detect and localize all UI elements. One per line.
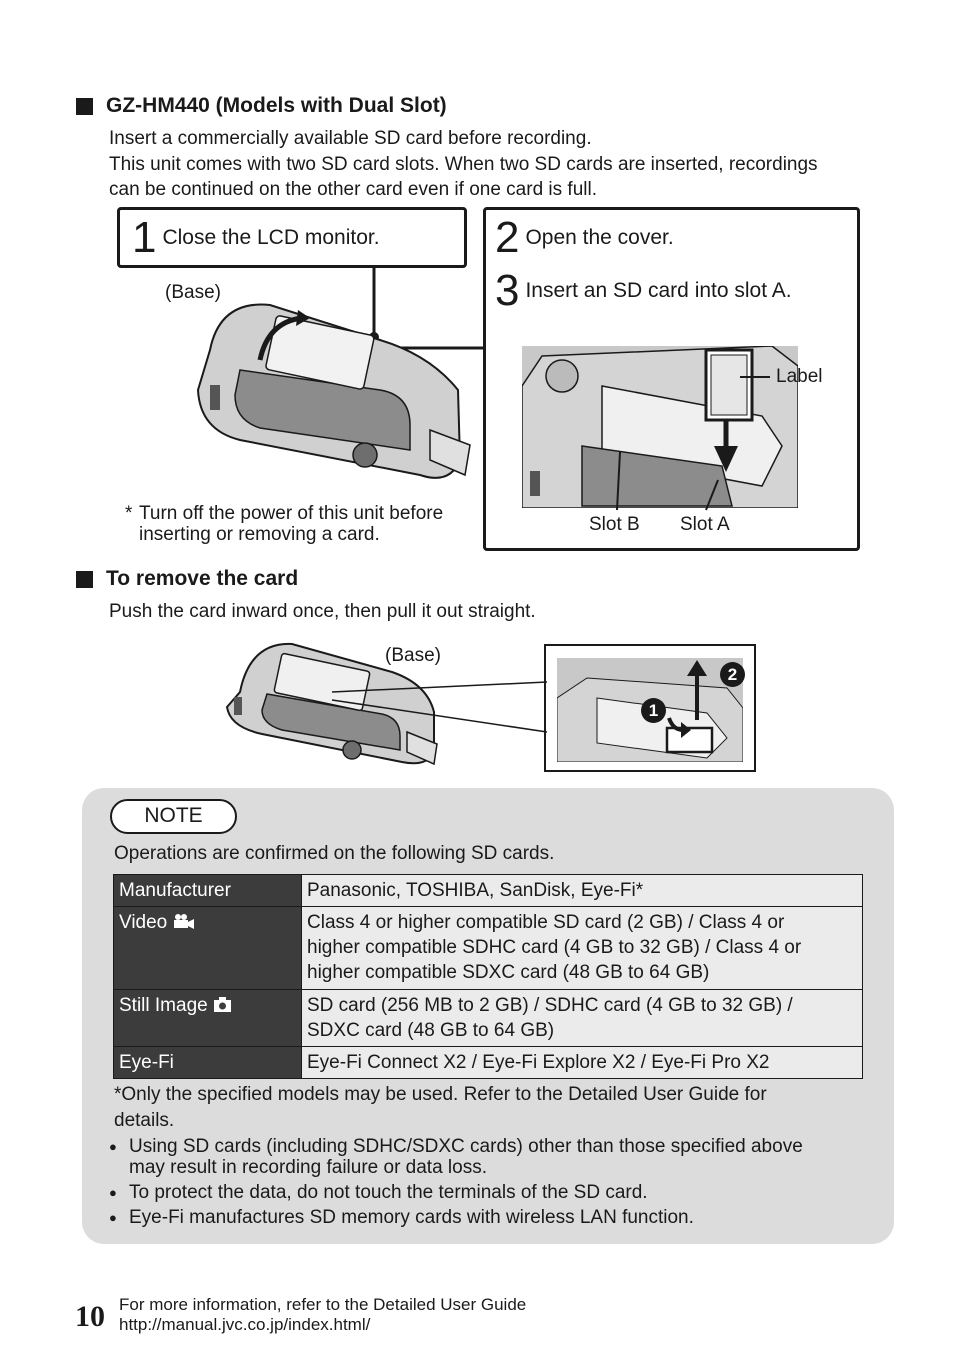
section-heading-dual-slot: GZ-HM440 (Models with Dual Slot): [76, 94, 447, 118]
intro-line: can be continued on the other card even …: [109, 179, 597, 200]
square-bullet-icon: [76, 570, 93, 588]
camera-base-illustration: [196, 268, 485, 479]
list-item: ● Using SD cards (including SDHC/SDXC ca…: [109, 1136, 803, 1178]
section-heading-remove-card: To remove the card: [76, 567, 298, 591]
intro-line: Insert a commercially available SD card …: [109, 128, 592, 149]
power-note: * Turn off the power of this unit before…: [125, 503, 443, 545]
section-title: GZ-HM440 (Models with Dual Slot): [106, 94, 447, 117]
remove-card-detail-box: 1 2: [544, 644, 756, 772]
base-label: (Base): [165, 282, 221, 303]
bullet-icon: ●: [109, 1185, 117, 1200]
step-number: 2: [495, 213, 520, 262]
slot-a-label: Slot A: [680, 514, 730, 535]
bullet-icon: ●: [109, 1139, 117, 1154]
list-item: ● Eye-Fi manufactures SD memory cards wi…: [109, 1207, 694, 1228]
table-header-cell: Video: [113, 906, 302, 990]
base-label: (Base): [385, 645, 441, 666]
bullet-icon: ●: [109, 1210, 117, 1225]
step-2: 2 Open the cover.: [495, 213, 674, 262]
section-intro: Insert a commercially available SD card …: [109, 126, 909, 203]
section-title: To remove the card: [106, 567, 299, 590]
step-1-box: 1 Close the LCD monitor.: [117, 207, 467, 268]
step-text: Insert an SD card into slot A.: [525, 279, 792, 302]
step-2-3-box: [483, 207, 860, 551]
footnote-line: *Only the specified models may be used. …: [114, 1084, 767, 1105]
card-label-label: Label: [776, 366, 823, 387]
remove-card-text: Push the card inward once, then pull it …: [109, 601, 536, 622]
table-value-cell: Panasonic, TOSHIBA, SanDisk, Eye-Fi*: [301, 874, 863, 907]
step-number: 1: [132, 213, 157, 262]
table-value-cell: SD card (256 MB to 2 GB) / SDHC card (4 …: [301, 989, 863, 1047]
video-camera-icon: [173, 914, 194, 929]
step-marker-2: 2: [720, 662, 745, 687]
table-value-cell: Class 4 or higher compatible SD card (2 …: [301, 906, 863, 990]
camera-remove-illustration: [225, 642, 548, 766]
camera-icon: [213, 997, 231, 1012]
table-row: Eye-Fi Eye-Fi Connect X2 / Eye-Fi Explor…: [113, 1046, 863, 1079]
table-row: Manufacturer Panasonic, TOSHIBA, SanDisk…: [113, 874, 863, 907]
square-bullet-icon: [76, 97, 93, 115]
step-text: Close the LCD monitor.: [162, 226, 380, 249]
footnote-line: details.: [114, 1109, 175, 1131]
page-number: 10: [75, 1300, 105, 1333]
table-row: Still Image SD card (256 MB to 2 GB) / S…: [113, 989, 863, 1047]
label-leader-lines: [616, 376, 770, 511]
step-number: 3: [495, 266, 520, 315]
footer-url: http://manual.jvc.co.jp/index.html/: [119, 1315, 371, 1334]
table-row: Video Class 4 or higher compatible SD ca…: [113, 906, 863, 990]
slot-b-label: Slot B: [589, 514, 640, 535]
footer-info: For more information, refer to the Detai…: [119, 1295, 526, 1335]
step-marker-1: 1: [641, 698, 666, 723]
note-intro: Operations are confirmed on the followin…: [114, 843, 555, 864]
table-header-cell: Manufacturer: [113, 874, 302, 907]
sd-card-table: Manufacturer Panasonic, TOSHIBA, SanDisk…: [113, 874, 863, 1079]
step-text: Open the cover.: [525, 226, 674, 249]
table-value-cell: Eye-Fi Connect X2 / Eye-Fi Explore X2 / …: [301, 1046, 863, 1079]
intro-line: This unit comes with two SD card slots. …: [109, 153, 818, 175]
power-note-line: Turn off the power of this unit before: [139, 503, 444, 524]
step-3: 3 Insert an SD card into slot A.: [495, 266, 792, 315]
note-footnote: *Only the specified models may be used. …: [114, 1082, 874, 1133]
power-note-line: inserting or removing a card.: [139, 524, 380, 545]
table-header-cell: Still Image: [113, 989, 302, 1047]
note-bullet-list: ● Using SD cards (including SDHC/SDXC ca…: [109, 1136, 879, 1228]
footer-line: For more information, refer to the Detai…: [119, 1295, 527, 1314]
remove-card-detail-illustration: [557, 658, 743, 762]
note-badge: NOTE: [110, 799, 237, 834]
sd-slot-illustration: [522, 346, 798, 508]
list-item: ● To protect the data, do not touch the …: [109, 1182, 648, 1203]
table-header-cell: Eye-Fi: [113, 1046, 302, 1079]
asterisk: *: [125, 503, 133, 524]
